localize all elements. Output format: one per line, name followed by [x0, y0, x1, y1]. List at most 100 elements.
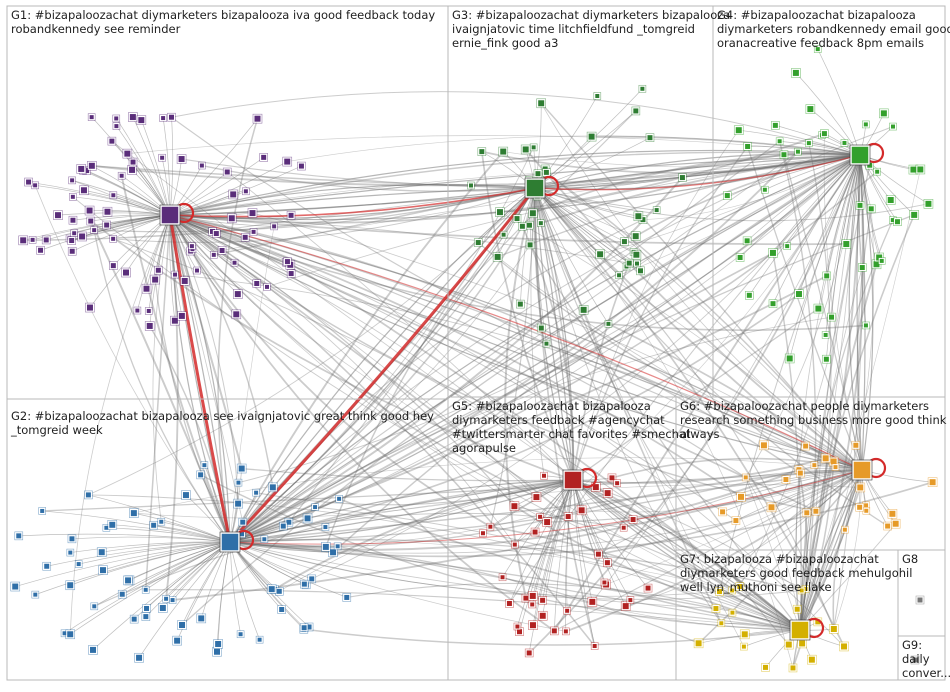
node-g3[interactable]: [630, 231, 641, 241]
hub-node-g7[interactable]: [789, 617, 825, 641]
node-g2[interactable]: [268, 482, 278, 493]
node-g1[interactable]: [53, 210, 63, 220]
node-g1[interactable]: [112, 122, 121, 130]
node-g3[interactable]: [542, 168, 551, 177]
node-g1[interactable]: [68, 176, 76, 185]
node-g5[interactable]: [527, 591, 538, 601]
node-g1[interactable]: [283, 257, 292, 266]
node-g2[interactable]: [328, 547, 338, 558]
node-g7[interactable]: [761, 663, 770, 672]
node-g4[interactable]: [889, 122, 897, 131]
node-g3[interactable]: [593, 92, 602, 100]
node-g7[interactable]: [693, 638, 704, 649]
node-g2[interactable]: [200, 461, 209, 469]
hub-node-g4[interactable]: [849, 142, 885, 166]
node-g4[interactable]: [879, 108, 889, 119]
node-g1[interactable]: [76, 164, 87, 174]
node-g6[interactable]: [718, 507, 727, 517]
node-g2[interactable]: [236, 463, 247, 474]
node-g2[interactable]: [299, 623, 309, 633]
node-g5[interactable]: [590, 642, 599, 650]
node-g4[interactable]: [820, 129, 829, 138]
node-g2[interactable]: [31, 590, 40, 599]
node-g5[interactable]: [542, 517, 552, 527]
node-g1[interactable]: [286, 211, 296, 220]
node-g8[interactable]: [915, 595, 925, 605]
node-g4[interactable]: [923, 199, 934, 209]
node-g6[interactable]: [741, 473, 750, 482]
node-g4[interactable]: [723, 191, 732, 200]
node-g7[interactable]: [717, 619, 726, 628]
node-g1[interactable]: [230, 258, 239, 267]
node-g4[interactable]: [761, 185, 769, 194]
node-g7[interactable]: [728, 608, 737, 617]
node-g1[interactable]: [249, 228, 258, 236]
node-g3[interactable]: [533, 169, 543, 178]
node-g4[interactable]: [855, 201, 865, 210]
node-g7[interactable]: [783, 639, 794, 650]
node-g6[interactable]: [796, 468, 805, 478]
node-g1[interactable]: [109, 261, 118, 270]
node-g3[interactable]: [467, 181, 475, 190]
node-g3[interactable]: [536, 98, 546, 109]
node-g6[interactable]: [766, 502, 777, 513]
node-g4[interactable]: [822, 271, 832, 281]
node-g4[interactable]: [840, 139, 849, 147]
node-g2[interactable]: [321, 542, 331, 552]
node-g3[interactable]: [595, 249, 605, 260]
node-g4[interactable]: [915, 164, 926, 175]
node-g3[interactable]: [520, 144, 531, 155]
node-g3[interactable]: [518, 221, 527, 231]
hub-node-g2[interactable]: [219, 529, 255, 553]
node-g3[interactable]: [525, 240, 535, 250]
node-g3[interactable]: [516, 299, 525, 309]
node-g3[interactable]: [492, 252, 503, 262]
node-g1[interactable]: [85, 302, 95, 313]
node-g2[interactable]: [321, 523, 330, 531]
node-g4[interactable]: [862, 321, 870, 330]
node-g5[interactable]: [563, 606, 571, 615]
node-g3[interactable]: [638, 84, 647, 93]
node-g1[interactable]: [198, 161, 206, 170]
node-g1[interactable]: [240, 233, 250, 242]
node-g4[interactable]: [893, 217, 902, 227]
node-g7[interactable]: [740, 642, 748, 651]
node-g5[interactable]: [600, 578, 609, 587]
node-g3[interactable]: [512, 214, 522, 223]
node-g1[interactable]: [41, 235, 51, 245]
node-g3[interactable]: [678, 173, 687, 182]
node-g1[interactable]: [222, 167, 232, 177]
node-g4[interactable]: [873, 167, 881, 176]
node-g6[interactable]: [855, 502, 864, 512]
node-g5[interactable]: [594, 549, 603, 559]
node-g1[interactable]: [144, 307, 153, 315]
node-g4[interactable]: [779, 150, 789, 160]
node-g1[interactable]: [177, 311, 187, 321]
node-g1[interactable]: [128, 157, 138, 167]
node-g4[interactable]: [862, 120, 870, 129]
node-g2[interactable]: [74, 560, 83, 568]
node-g5[interactable]: [563, 512, 573, 521]
node-g2[interactable]: [233, 498, 243, 509]
node-g3[interactable]: [636, 266, 645, 276]
node-g3[interactable]: [499, 230, 508, 239]
node-g1[interactable]: [150, 274, 160, 285]
node-g1[interactable]: [122, 148, 133, 159]
node-g1[interactable]: [18, 235, 28, 246]
node-g7[interactable]: [739, 629, 750, 640]
node-g4[interactable]: [768, 248, 778, 258]
node-g2[interactable]: [213, 639, 223, 649]
hub-node-g1[interactable]: [159, 202, 195, 226]
node-g5[interactable]: [540, 471, 548, 480]
node-g2[interactable]: [342, 593, 352, 602]
node-g4[interactable]: [813, 45, 822, 53]
node-g1[interactable]: [226, 213, 237, 224]
node-g1[interactable]: [67, 236, 76, 245]
node-g6[interactable]: [890, 518, 901, 529]
node-g6[interactable]: [887, 509, 898, 519]
node-g2[interactable]: [278, 521, 288, 531]
node-g5[interactable]: [498, 573, 507, 582]
node-g4[interactable]: [866, 204, 876, 214]
node-g5[interactable]: [619, 523, 628, 532]
node-g5[interactable]: [602, 488, 613, 498]
